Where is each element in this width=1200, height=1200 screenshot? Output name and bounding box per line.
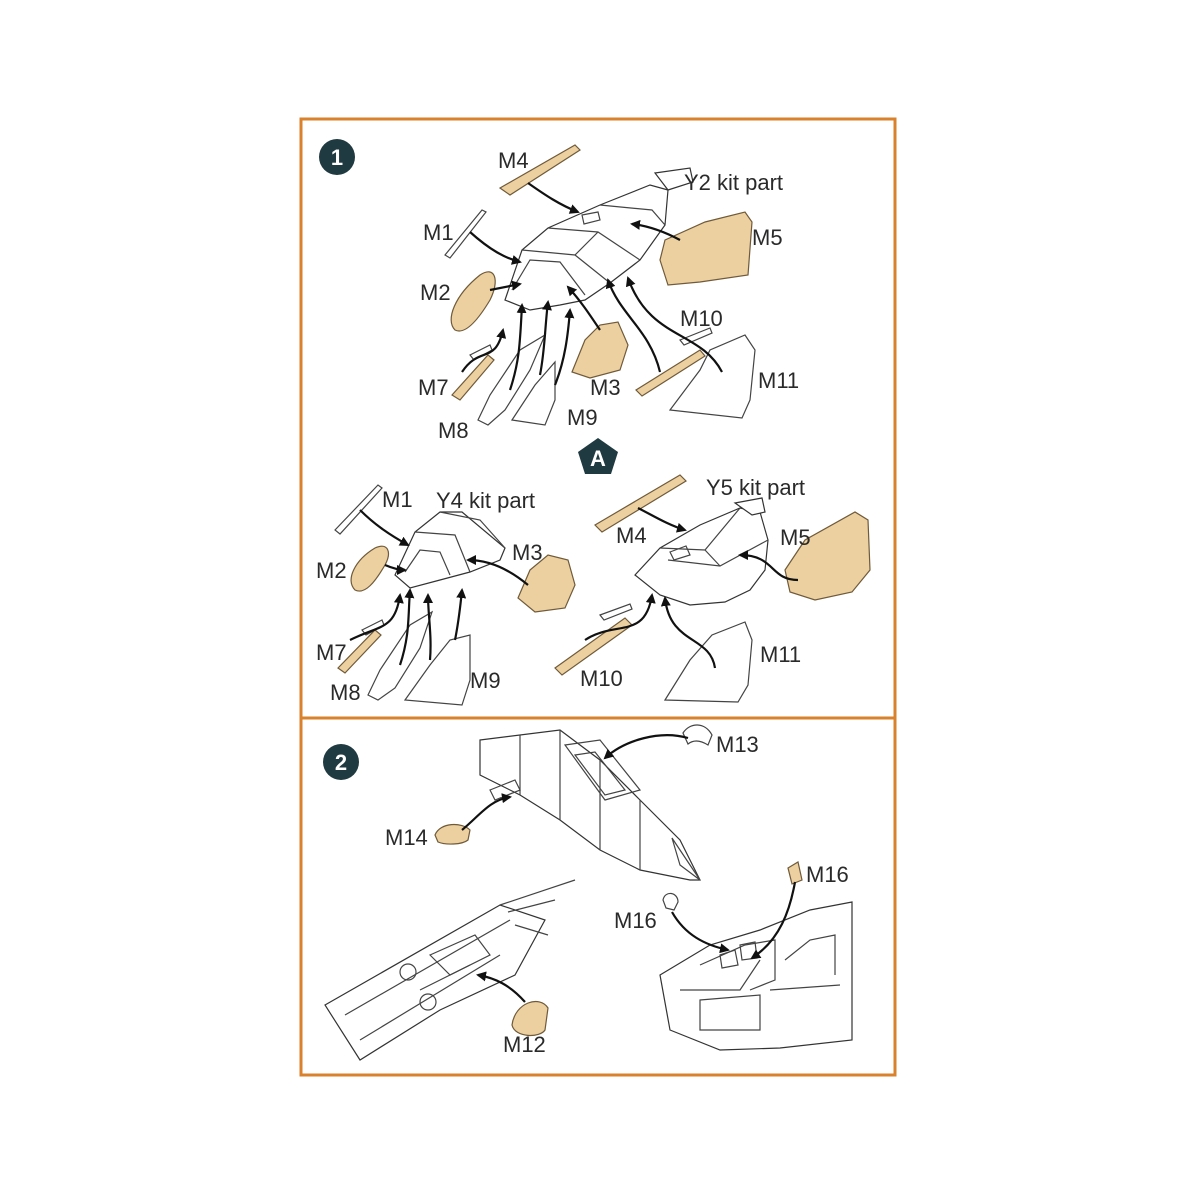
label-m3-left: M3 <box>512 540 543 565</box>
cockpit-top-view <box>324 879 576 1061</box>
label-m9-top: M9 <box>567 405 598 430</box>
mask-m14 <box>434 824 471 845</box>
label-m2-top: M2 <box>420 280 451 305</box>
label-m4-right: M4 <box>616 523 647 548</box>
mask-m3-left <box>517 554 576 613</box>
label-m1-left: M1 <box>382 487 413 512</box>
mask-m7-top <box>451 354 495 401</box>
arrow-m8-top <box>508 303 527 391</box>
step2-number: 2 <box>335 750 347 775</box>
mask-m16-right <box>787 861 803 885</box>
mask-m2-left <box>350 545 389 592</box>
arrow-m9-top <box>538 300 552 376</box>
arrow-m11-right <box>660 596 717 669</box>
label-m16-left: M16 <box>614 908 657 933</box>
step2-badge: 2 <box>323 744 359 780</box>
step1-number: 1 <box>331 145 343 170</box>
arrow-m4-right <box>637 507 687 533</box>
label-m1-top: M1 <box>423 220 454 245</box>
arrow-m12 <box>476 971 526 1003</box>
label-m10-right: M10 <box>580 666 623 691</box>
mask-m7-left <box>337 629 382 674</box>
step1-badge: 1 <box>319 139 355 175</box>
mask-m2-top <box>450 271 496 332</box>
label-m7-left: M7 <box>316 640 347 665</box>
label-m4-top: M4 <box>498 148 529 173</box>
arrow-m4-top <box>527 182 580 214</box>
mask-m11-top <box>668 334 756 419</box>
mask-m11-right <box>663 621 753 703</box>
arrow-m2-top <box>489 280 522 292</box>
mask-m12 <box>511 1000 549 1036</box>
mask-m8-top <box>477 333 547 426</box>
canopy-y4 <box>394 511 506 589</box>
mask-m8-left <box>367 610 434 701</box>
label-m9-left: M9 <box>470 668 501 693</box>
arrow-m5-right <box>738 550 799 582</box>
arrow-m3-top <box>566 285 601 331</box>
label-m13: M13 <box>716 732 759 757</box>
mask-m3-top <box>571 321 629 379</box>
fuselage-nose <box>479 729 701 881</box>
mask-m16-left <box>662 892 679 911</box>
variant-a-badge: A <box>578 438 618 474</box>
arrow-m2-left <box>384 563 407 575</box>
arrow-m16-left <box>671 911 730 954</box>
label-m8-top: M8 <box>438 418 469 443</box>
label-m14: M14 <box>385 825 428 850</box>
variant-a-marker: A <box>590 446 606 471</box>
label-m16-right: M16 <box>806 862 849 887</box>
arrow-m9-left <box>423 593 434 661</box>
arrow-m13 <box>603 734 689 760</box>
y5-kit-label: Y5 kit part <box>706 475 805 500</box>
mask-m5-right <box>784 511 871 601</box>
mask-m1-left <box>334 484 383 535</box>
mask-m5-top <box>659 211 753 286</box>
arrow-m7-top <box>461 328 507 373</box>
mask-m9-top <box>510 360 556 426</box>
arrow-m9-left-b <box>453 588 467 641</box>
label-m10-top: M10 <box>680 306 723 331</box>
arrow-m9-top-b <box>553 308 575 386</box>
arrow-m14 <box>461 793 512 831</box>
mask-m10-right-strip <box>599 603 633 621</box>
label-m12: M12 <box>503 1032 546 1057</box>
cockpit-side-detail <box>659 901 853 1051</box>
mask-m10-top <box>635 349 706 397</box>
arrow-m7-left <box>349 593 404 641</box>
arrow-m1-top <box>469 231 522 265</box>
label-m11-right: M11 <box>760 642 801 667</box>
arrow-m3-left <box>466 555 529 586</box>
mask-m1-top <box>444 209 487 259</box>
arrow-m10-top <box>605 278 662 373</box>
label-m3-top: M3 <box>590 375 621 400</box>
y2-kit-label: Y2 kit part <box>684 170 783 195</box>
step2-frame <box>299 716 897 1077</box>
mask-m13 <box>682 724 713 746</box>
mask-m9-left <box>403 634 471 706</box>
y4-kit-label: Y4 kit part <box>436 488 535 513</box>
mask-m4-right <box>594 474 687 533</box>
label-m2-left: M2 <box>316 558 347 583</box>
arrow-m5-top <box>630 219 681 241</box>
label-m5-right: M5 <box>780 525 811 550</box>
arrow-m1-left <box>359 509 410 546</box>
arrow-m11-top <box>625 276 723 373</box>
arrow-m8-left <box>398 588 415 666</box>
arrow-m16-right <box>750 881 797 960</box>
label-m7-top: M7 <box>418 375 449 400</box>
mask-m4-top <box>498 144 581 196</box>
label-m5-top: M5 <box>752 225 783 250</box>
label-m8-left: M8 <box>330 680 361 705</box>
canopy-y2 <box>504 167 694 311</box>
canopy-y5 <box>634 497 769 606</box>
arrow-m10-right <box>584 593 656 641</box>
label-m11-top: M11 <box>758 368 799 393</box>
